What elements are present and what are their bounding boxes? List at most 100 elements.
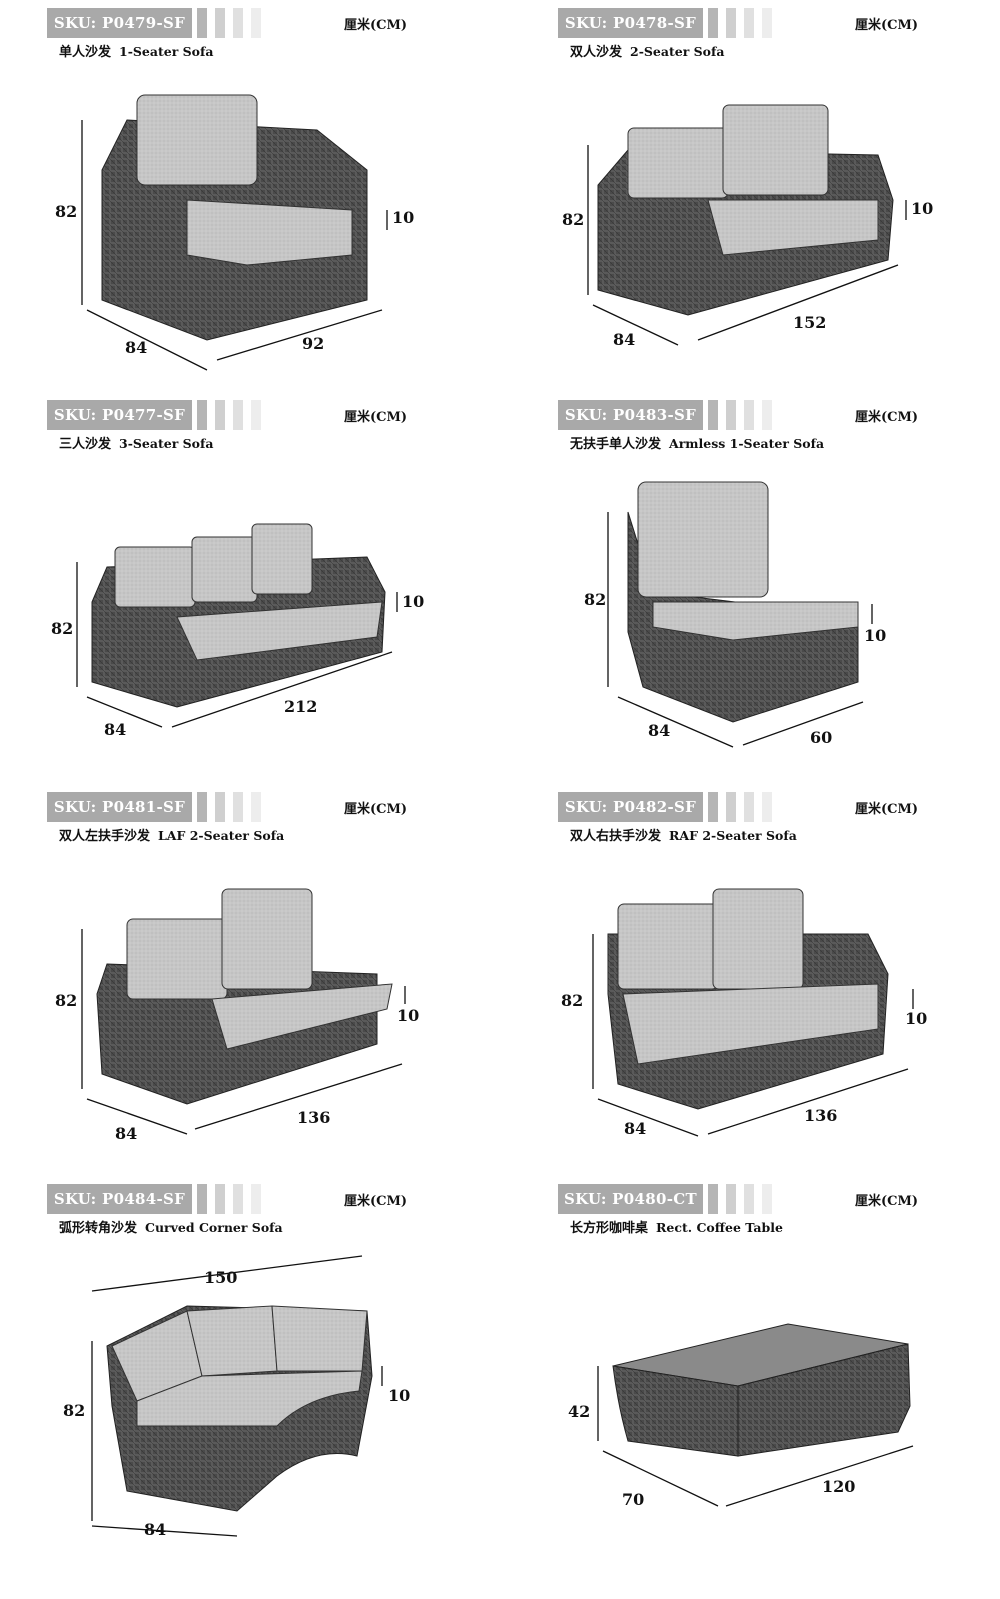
color-swatch xyxy=(251,1184,261,1214)
depth-dimension: 84 xyxy=(144,1520,167,1539)
sku-label: SKU: P0482-SF xyxy=(558,792,703,822)
color-swatch xyxy=(197,400,207,430)
color-swatch xyxy=(233,400,243,430)
color-swatch xyxy=(762,400,772,430)
color-swatch xyxy=(251,792,261,822)
width-dimension: 152 xyxy=(793,313,827,332)
depth-dimension: 84 xyxy=(104,720,127,739)
color-swatch xyxy=(762,8,772,38)
color-swatch xyxy=(708,1184,718,1214)
height-dimension: 82 xyxy=(584,590,607,609)
width-dimension: 120 xyxy=(822,1477,856,1496)
color-swatch xyxy=(708,792,718,822)
height-dimension: 82 xyxy=(51,619,74,638)
height-dimension: 42 xyxy=(568,1402,591,1421)
color-swatch xyxy=(215,400,225,430)
depth-dimension: 70 xyxy=(622,1490,645,1509)
sofa-drawing xyxy=(607,481,873,748)
depth-dimension: 84 xyxy=(125,338,148,357)
unit-label: 厘米(CM) xyxy=(344,410,408,425)
color-swatch xyxy=(744,400,754,430)
sofa-drawing xyxy=(587,104,907,346)
sku-label: SKU: P0478-SF xyxy=(558,8,703,38)
sku-label: SKU: P0480-CT xyxy=(558,1184,703,1214)
height-dimension: 82 xyxy=(63,1401,86,1420)
color-swatch xyxy=(708,400,718,430)
depth-dimension: 84 xyxy=(648,721,671,740)
color-swatch xyxy=(744,8,754,38)
unit-label: 厘米(CM) xyxy=(855,802,919,817)
sofa-drawing xyxy=(76,523,398,728)
color-swatch xyxy=(197,8,207,38)
sofa-drawing xyxy=(81,888,406,1135)
width-dimension: 212 xyxy=(284,697,318,716)
width-dimension: 60 xyxy=(810,728,833,747)
height-dimension: 82 xyxy=(55,991,78,1010)
cushion-dimension: 10 xyxy=(392,208,415,227)
height-dimension: 82 xyxy=(562,210,585,229)
color-swatch xyxy=(215,8,225,38)
unit-label: 厘米(CM) xyxy=(855,18,919,33)
color-swatch xyxy=(726,400,736,430)
color-swatch xyxy=(251,8,261,38)
sku-label: SKU: P0483-SF xyxy=(558,400,703,430)
cushion-dimension: 10 xyxy=(911,199,934,218)
width-dimension: 136 xyxy=(297,1108,331,1127)
sofa-drawing xyxy=(592,888,914,1137)
color-swatch xyxy=(726,792,736,822)
color-swatch xyxy=(251,400,261,430)
unit-label: 厘米(CM) xyxy=(855,410,919,425)
width-dimension: 92 xyxy=(302,334,325,353)
cushion-dimension: 10 xyxy=(864,626,887,645)
width-dimension: 136 xyxy=(804,1106,838,1125)
color-swatch xyxy=(215,1184,225,1214)
unit-label: 厘米(CM) xyxy=(344,1194,408,1209)
height-dimension: 82 xyxy=(561,991,584,1010)
sofa-drawing xyxy=(91,1255,383,1537)
depth-dimension: 84 xyxy=(613,330,636,349)
sofa-drawing xyxy=(81,94,388,371)
color-swatch xyxy=(762,1184,772,1214)
sku-label: SKU: P0479-SF xyxy=(47,8,192,38)
cushion-dimension: 10 xyxy=(388,1386,411,1405)
sku-label: SKU: P0481-SF xyxy=(47,792,192,822)
color-swatch xyxy=(744,792,754,822)
sku-label: SKU: P0484-SF xyxy=(47,1184,192,1214)
color-swatch xyxy=(233,8,243,38)
depth-dimension: 84 xyxy=(624,1119,647,1138)
unit-label: 厘米(CM) xyxy=(344,802,408,817)
color-swatch xyxy=(215,792,225,822)
color-swatch xyxy=(744,1184,754,1214)
cushion-dimension: 10 xyxy=(402,592,425,611)
color-swatch xyxy=(197,1184,207,1214)
unit-label: 厘米(CM) xyxy=(344,18,408,33)
table-drawing xyxy=(597,1323,914,1507)
color-swatch xyxy=(726,8,736,38)
width-dimension: 150 xyxy=(204,1268,238,1287)
color-swatch xyxy=(197,792,207,822)
height-dimension: 82 xyxy=(55,202,78,221)
color-swatch xyxy=(762,792,772,822)
sku-label: SKU: P0477-SF xyxy=(47,400,192,430)
color-swatch xyxy=(233,792,243,822)
depth-dimension: 84 xyxy=(115,1124,138,1143)
cushion-dimension: 10 xyxy=(397,1006,420,1025)
color-swatch xyxy=(726,1184,736,1214)
unit-label: 厘米(CM) xyxy=(855,1194,919,1209)
